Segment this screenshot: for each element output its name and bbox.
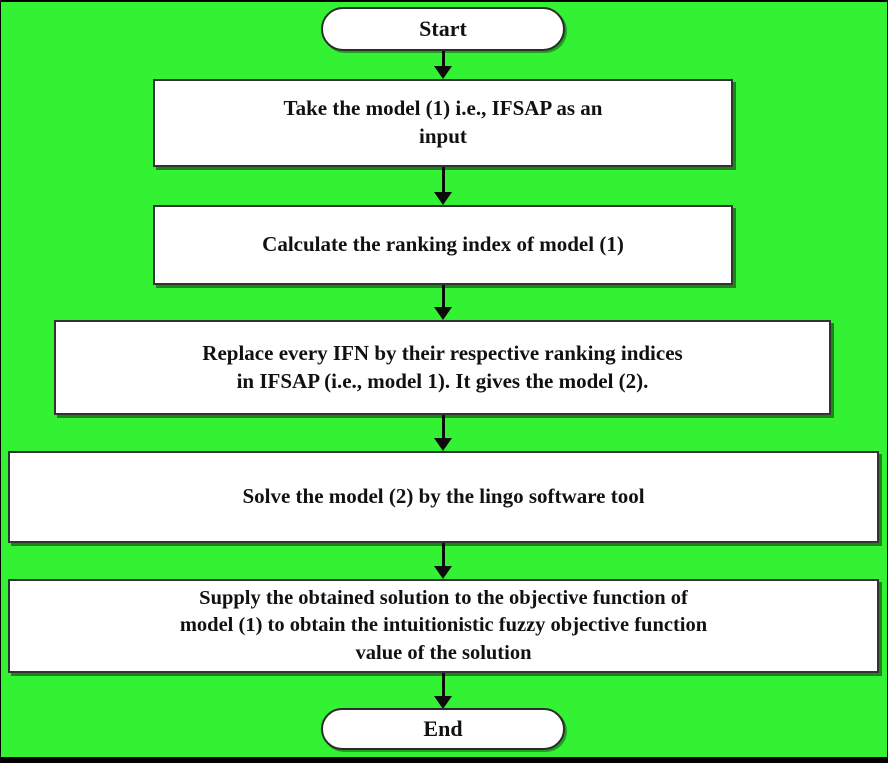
connector-shaft xyxy=(441,673,445,698)
connector-step1-to-step2 xyxy=(428,167,458,205)
connector-shaft xyxy=(441,167,445,194)
connector-shaft xyxy=(441,285,445,309)
arrowhead-icon xyxy=(434,66,452,79)
flow-node-step2[interactable]: Calculate the ranking index of model (1) xyxy=(153,205,733,285)
flow-node-start[interactable]: Start xyxy=(321,7,565,51)
connector-shaft xyxy=(441,543,445,568)
connector-shaft xyxy=(441,51,445,68)
flow-node-step2-label: Calculate the ranking index of model (1) xyxy=(262,232,624,257)
arrowhead-icon xyxy=(434,696,452,709)
flow-node-end[interactable]: End xyxy=(321,708,565,750)
arrowhead-icon xyxy=(434,438,452,451)
connector-step4-to-step5 xyxy=(428,543,458,579)
flow-node-end-label: End xyxy=(423,716,463,742)
arrowhead-icon xyxy=(434,566,452,579)
flow-node-step1-label: Take the model (1) i.e., IFSAP as an inp… xyxy=(283,96,603,148)
connector-step3-to-step4 xyxy=(428,415,458,451)
arrowhead-icon xyxy=(434,192,452,205)
flow-node-step1[interactable]: Take the model (1) i.e., IFSAP as an inp… xyxy=(153,79,733,167)
connector-start-to-step1 xyxy=(428,51,458,79)
arrowhead-icon xyxy=(434,307,452,320)
flow-node-step4[interactable]: Solve the model (2) by the lingo softwar… xyxy=(8,451,879,543)
flow-node-step5[interactable]: Supply the obtained solution to the obje… xyxy=(8,579,879,673)
flow-node-start-label: Start xyxy=(419,16,467,42)
flow-node-step4-label: Solve the model (2) by the lingo softwar… xyxy=(242,484,645,509)
connector-step5-to-end xyxy=(428,673,458,709)
flow-node-step3-label: Replace every IFN by their respective ra… xyxy=(202,340,683,393)
flow-node-step5-label: Supply the obtained solution to the obje… xyxy=(179,587,708,664)
connector-step2-to-step3 xyxy=(428,285,458,320)
connector-shaft xyxy=(441,415,445,440)
flow-node-step3[interactable]: Replace every IFN by their respective ra… xyxy=(54,320,831,415)
